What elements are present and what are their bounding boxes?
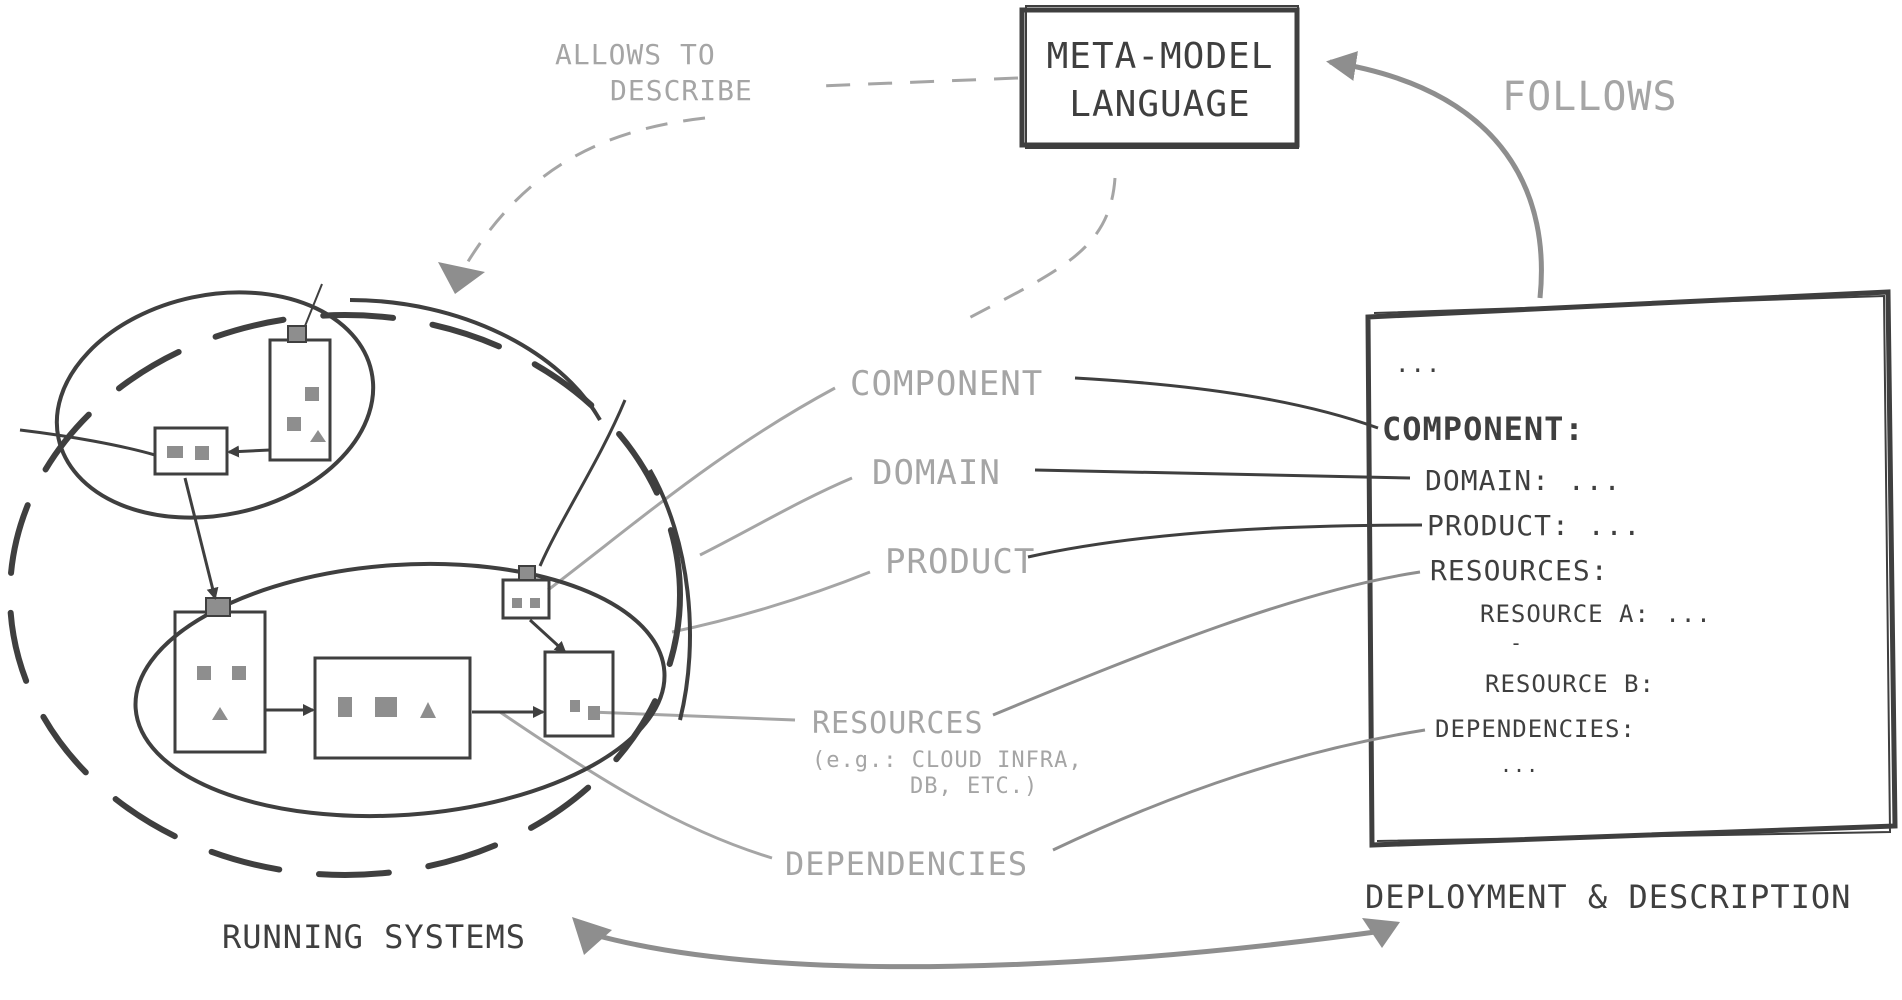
resource-db-icon xyxy=(305,387,319,401)
bidirectional-arrow xyxy=(594,927,1391,970)
line-dependencies-to-dependency xyxy=(499,710,773,860)
deployment-ellipsis-top: ... xyxy=(1395,350,1441,378)
concept-component-label: COMPONENT xyxy=(850,364,1043,404)
deployment-product-key: PRODUCT: ... xyxy=(1427,509,1641,542)
resource-storage-icon xyxy=(287,417,301,431)
concept-to-system-lines xyxy=(499,386,871,860)
resource-storage-icon xyxy=(375,697,397,717)
resource-db-icon xyxy=(570,700,580,712)
component-top-small xyxy=(153,426,229,476)
concept-to-field-lines xyxy=(1027,376,1423,559)
line-resources-to-field xyxy=(992,570,1421,717)
describe-arrowhead xyxy=(438,262,485,294)
concept-dependencies-label: DEPENDENCIES xyxy=(785,845,1028,883)
line-product-to-field xyxy=(1027,523,1423,559)
deployment-ellipsis-bottom: ... xyxy=(1500,753,1539,777)
deployment-resource-gap: - xyxy=(1510,631,1523,655)
concept-resources-note-2: DB, ETC.) xyxy=(910,774,1038,799)
concept-resources-note-1: (e.g.: CLOUD INFRA, xyxy=(812,748,1083,773)
line-component-to-field xyxy=(1074,376,1379,430)
bidirectional-arrowhead-left xyxy=(572,917,612,955)
resource-storage-icon xyxy=(588,706,600,720)
resource-triangle-icon xyxy=(212,707,228,720)
allows-to-describe-label: ALLOWS TO DESCRIBE xyxy=(555,38,753,107)
line-domain-to-outer-boundary xyxy=(699,476,853,557)
deployment-description-box: ... COMPONENT: DOMAIN: ... PRODUCT: ... … xyxy=(1365,289,1898,848)
deployment-resource-a: RESOURCE A: ... xyxy=(1480,600,1712,628)
meta-model-box: META-MODEL LANGUAGE xyxy=(1019,5,1300,149)
deployment-resources-key: RESOURCES: xyxy=(1430,554,1609,587)
line-product-to-inner-boundary xyxy=(671,570,871,634)
resource-db-icon xyxy=(167,446,183,458)
deployment-resource-b: RESOURCE B: xyxy=(1485,670,1655,698)
describe-dashed-line xyxy=(819,76,1019,88)
concept-product-label: PRODUCT xyxy=(885,542,1035,582)
resource-db-icon xyxy=(338,697,352,717)
component-bottom-endpoint xyxy=(501,565,551,620)
component-bottom-right xyxy=(543,650,615,738)
bidirectional-arrowhead-right xyxy=(1362,918,1400,948)
meta-model-line1: META-MODEL xyxy=(1047,36,1274,77)
line-domain-to-field xyxy=(1034,468,1411,480)
line-component-to-endpoint xyxy=(547,386,836,592)
meta-model-dashed-line xyxy=(964,177,1117,322)
allows-to-describe-line1: ALLOWS TO xyxy=(555,38,716,71)
allows-to-describe-line2: DESCRIBE xyxy=(610,74,753,107)
component-top-tall xyxy=(268,325,332,462)
component-bottom-middle xyxy=(313,656,472,760)
line-dependencies-to-field xyxy=(1052,728,1426,852)
line-resources-to-resource xyxy=(589,710,796,722)
describe-dashed-arrow xyxy=(458,116,706,276)
running-systems-label: RUNNING SYSTEMS xyxy=(222,918,526,956)
concept-domain-label: DOMAIN xyxy=(872,453,1001,493)
resource-triangle-icon xyxy=(420,702,436,718)
resource-db-icon xyxy=(197,666,211,680)
deployment-dependencies-key: DEPENDENCIES: xyxy=(1435,715,1636,743)
resource-storage-icon xyxy=(195,446,209,460)
running-systems-cluster xyxy=(7,283,692,878)
component-bottom-left xyxy=(173,597,267,754)
deployment-domain-key: DOMAIN: ... xyxy=(1425,464,1621,497)
resource-triangle-icon xyxy=(310,430,326,442)
concept-resources-label: RESOURCES xyxy=(812,706,984,741)
resource-storage-icon xyxy=(232,666,246,680)
deployment-component-key: COMPONENT: xyxy=(1382,410,1585,448)
deployment-caption: DEPLOYMENT & DESCRIPTION xyxy=(1365,878,1851,916)
meta-model-line2: LANGUAGE xyxy=(1069,84,1250,125)
follows-label: FOLLOWS xyxy=(1502,74,1678,120)
concept-to-field-gray-lines xyxy=(992,570,1426,852)
follows-arrow xyxy=(1326,51,1544,299)
